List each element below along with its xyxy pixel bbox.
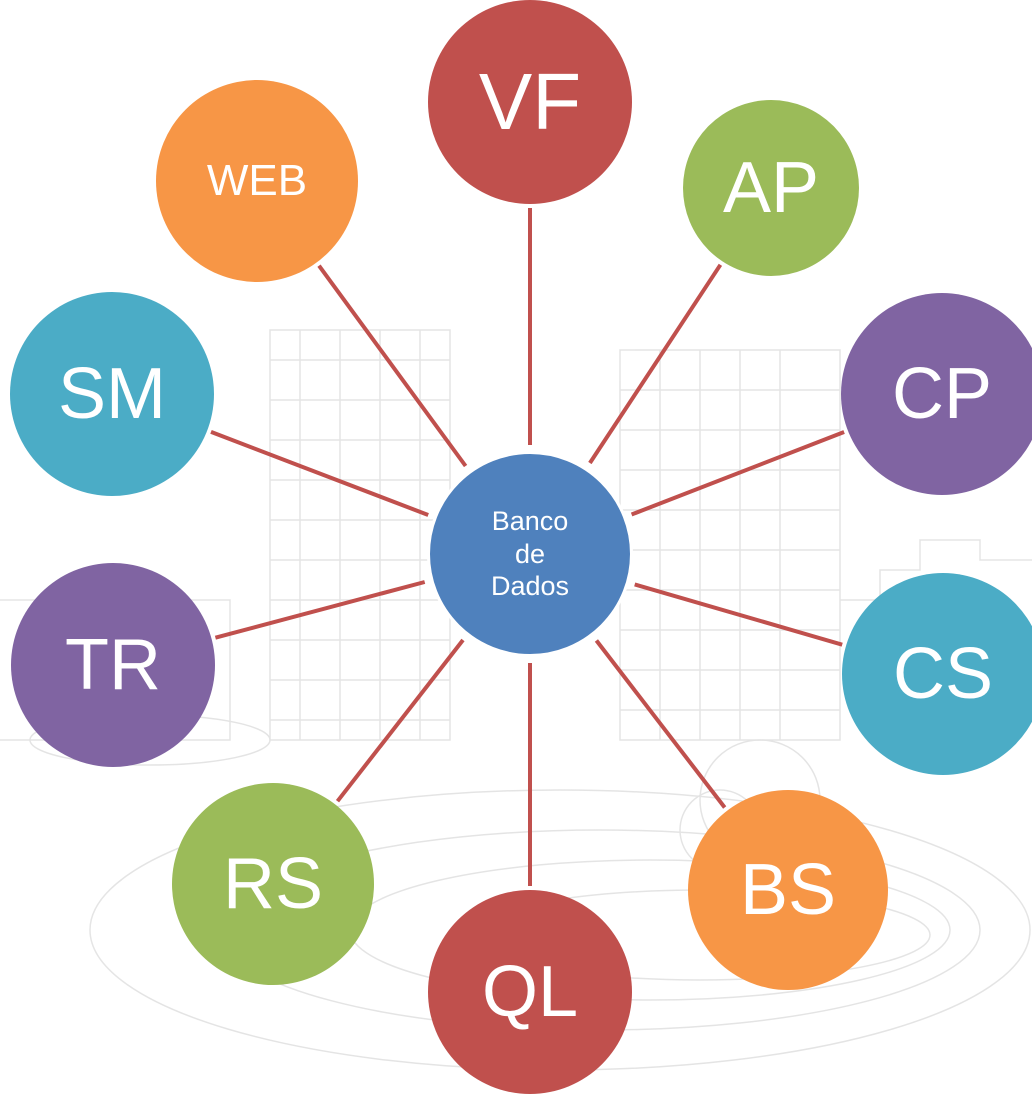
node-label-ql: QL (481, 952, 579, 1032)
node-label-web: WEB (206, 156, 308, 205)
hub-label-line-2: de (514, 538, 546, 569)
node-label-ap: AP (722, 148, 820, 228)
node-cs[interactable]: CS (842, 573, 1032, 775)
connector-rs (335, 638, 465, 803)
connector-cp (630, 430, 845, 517)
node-cp[interactable]: CP (841, 293, 1032, 495)
node-ql[interactable]: QL (428, 890, 632, 1094)
connector-cs (634, 582, 843, 647)
node-label-bs: BS (739, 850, 837, 930)
node-label-vf: VF (478, 57, 582, 146)
node-tr[interactable]: TR (11, 563, 215, 767)
node-bs[interactable]: BS (688, 790, 888, 990)
connector-tr (214, 580, 426, 640)
node-rs[interactable]: RS (172, 783, 374, 985)
connector-web (317, 264, 468, 468)
hub-node-banco-de-dados[interactable]: Banco de Dados (427, 451, 633, 657)
hub-label-line-3: Dados (490, 571, 570, 602)
node-label-rs: RS (222, 844, 324, 924)
node-ap[interactable]: AP (683, 100, 859, 276)
connector-sm (210, 430, 429, 517)
node-label-tr: TR (65, 625, 161, 705)
node-label-cs: CS (892, 634, 994, 714)
connector-bs (594, 639, 727, 809)
node-web[interactable]: WEB (156, 80, 358, 282)
node-sm[interactable]: SM (10, 292, 214, 496)
node-label-sm: SM (58, 354, 166, 434)
connector-ap (588, 263, 723, 465)
node-vf[interactable]: VF (428, 0, 632, 204)
hub-label-line-1: Banco (491, 506, 569, 537)
node-label-cp: CP (891, 354, 993, 434)
